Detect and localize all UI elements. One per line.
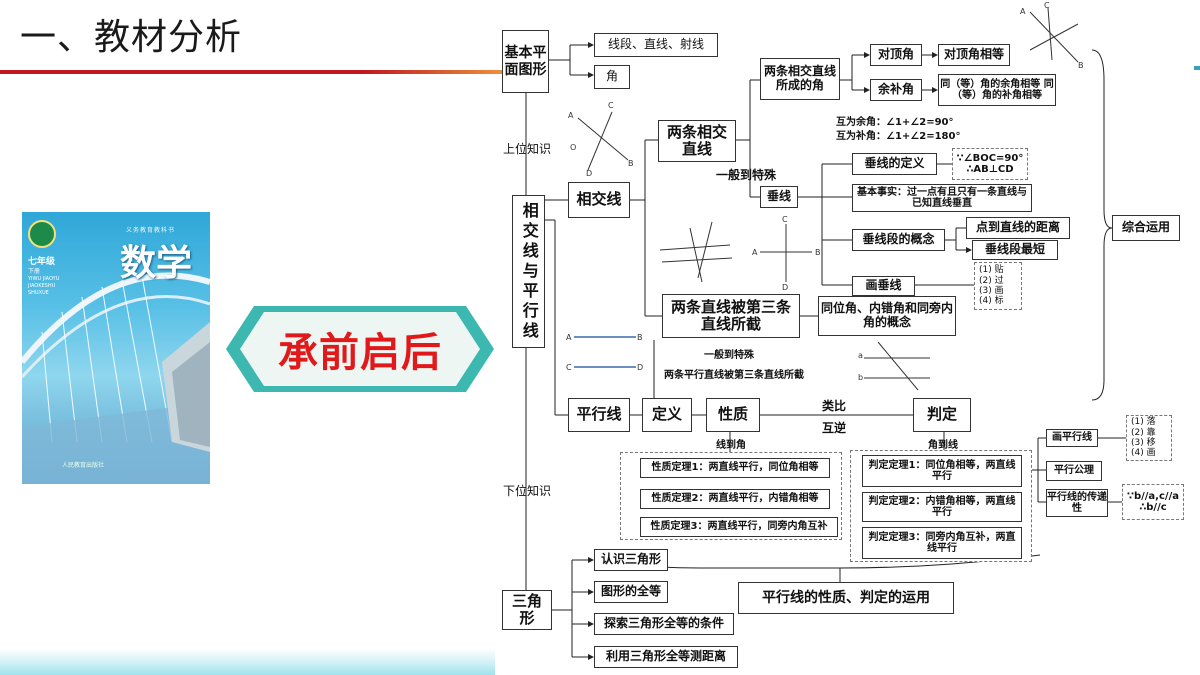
svg-text:D: D bbox=[637, 363, 643, 372]
bridge-illustration bbox=[22, 272, 210, 484]
svg-text:D: D bbox=[782, 283, 788, 292]
label-angle-to-line: 角到线 bbox=[928, 440, 958, 451]
svg-text:O: O bbox=[570, 143, 576, 152]
parallel-step-2: (2) 靠 bbox=[1131, 427, 1156, 438]
svg-text:B: B bbox=[815, 248, 821, 257]
svg-text:A: A bbox=[752, 248, 758, 257]
svg-text:C: C bbox=[608, 101, 614, 110]
textbook-emblem-icon bbox=[28, 220, 56, 248]
node-judgement-1: 判定定理1：同位角相等，两直线平行 bbox=[862, 455, 1022, 487]
node-definition: 定义 bbox=[642, 398, 692, 432]
book-subject: 数学 bbox=[120, 243, 193, 284]
node-property-1: 性质定理1：两直线平行，同位角相等 bbox=[640, 458, 830, 478]
node-perp-segment-concept: 垂线段的概念 bbox=[852, 229, 945, 251]
parallel-step-4: (4) 画 bbox=[1131, 448, 1156, 459]
svg-text:b: b bbox=[858, 373, 863, 382]
node-intersecting-lines: 相交线 bbox=[568, 182, 630, 218]
perp-step-3: (3) 画 bbox=[979, 286, 1004, 296]
node-shortest-segment: 垂线段最短 bbox=[972, 240, 1058, 260]
node-basic-plane-figures: 基本平面图形 bbox=[502, 30, 549, 93]
svg-text:C: C bbox=[782, 215, 788, 224]
svg-text:A: A bbox=[566, 333, 572, 342]
node-complement-rules: 同（等）角的余角相等 同（等）角的补角相等 bbox=[938, 74, 1056, 106]
node-triangle: 三角形 bbox=[502, 590, 552, 630]
node-property: 性质 bbox=[706, 398, 760, 432]
node-transitivity: 平行线的传递性 bbox=[1046, 489, 1108, 517]
text-supplement-def: 互为补角：∠1+∠2=180° bbox=[836, 131, 961, 142]
node-draw-parallel: 画平行线 bbox=[1046, 429, 1098, 447]
svg-text:C: C bbox=[566, 363, 572, 372]
node-judgement-2: 判定定理2：内错角相等，两直线平行 bbox=[862, 492, 1022, 522]
label-lower-knowledge: 下位知识 bbox=[503, 484, 552, 498]
node-vertical-angles-equal: 对顶角相等 bbox=[938, 44, 1010, 66]
node-perpendicular-proof: ∵∠BOC=90° ∴AB⊥CD bbox=[952, 148, 1028, 180]
label-analogy: 类比 bbox=[822, 399, 847, 413]
node-angle-concepts: 同位角、内错角和同旁内角的概念 bbox=[818, 296, 956, 336]
node-complement-supplement: 余补角 bbox=[870, 79, 922, 101]
parallel-step-1: (1) 落 bbox=[1131, 417, 1156, 428]
text-complement-def: 互为余角：∠1+∠2=90° bbox=[836, 117, 954, 128]
node-angles-formed: 两条相交直线所成的角 bbox=[760, 58, 840, 100]
svg-text:a: a bbox=[858, 351, 863, 360]
svg-text:A: A bbox=[1020, 7, 1026, 16]
label-inverse: 互逆 bbox=[822, 421, 847, 435]
parallel-step-3: (3) 移 bbox=[1131, 438, 1156, 448]
perp-step-1: (1) 贴 bbox=[979, 265, 1004, 276]
node-congruence-conditions: 探索三角形全等的条件 bbox=[594, 613, 734, 635]
book-grade: 七年级 bbox=[28, 257, 56, 267]
accent-mark bbox=[1194, 66, 1200, 70]
node-applications: 平行线的性质、判定的运用 bbox=[738, 582, 954, 614]
node-perpendicular-fact: 基本事实：过一点有且只有一条直线与已知直线垂直 bbox=[852, 184, 1032, 212]
perp-step-4: (4) 标 bbox=[979, 296, 1004, 307]
svg-text:A: A bbox=[568, 111, 574, 120]
svg-text:B: B bbox=[637, 333, 643, 342]
node-point-line-distance: 点到直线的距离 bbox=[966, 217, 1070, 239]
node-segment-line-ray: 线段、直线、射线 bbox=[594, 33, 718, 57]
node-parallel-axiom: 平行公理 bbox=[1046, 461, 1102, 481]
node-vertical-angles: 对顶角 bbox=[870, 44, 922, 66]
node-third-line: 两条直线被第三条直线所截 bbox=[662, 294, 800, 338]
page-title: 一、教材分析 bbox=[20, 17, 243, 58]
node-perpendicular: 垂线 bbox=[760, 186, 798, 208]
node-comprehensive-use: 综合运用 bbox=[1112, 215, 1180, 241]
banner-text: 承前启后 bbox=[278, 330, 442, 376]
label-general-to-special-2: 一般到特殊 bbox=[704, 350, 754, 361]
title-underline bbox=[0, 70, 520, 74]
node-two-intersecting-lines: 两条相交直线 bbox=[658, 120, 736, 162]
book-publisher: 人民教育出版社 bbox=[62, 462, 105, 469]
node-know-triangles: 认识三角形 bbox=[594, 549, 668, 571]
node-property-2: 性质定理2：两直线平行，内错角相等 bbox=[640, 489, 830, 509]
node-measure-distance: 利用三角形全等测距离 bbox=[594, 646, 738, 668]
label-parallel-cut: 两条平行直线被第三条直线所截 bbox=[664, 370, 804, 381]
node-perp-steps: (1) 贴 (2) 过 (3) 画 (4) 标 bbox=[974, 262, 1022, 310]
node-judgement: 判定 bbox=[913, 398, 971, 432]
book-volume: 下册 bbox=[28, 268, 41, 275]
label-upper-knowledge: 上位知识 bbox=[503, 142, 552, 156]
svg-text:D: D bbox=[586, 169, 592, 178]
node-parallel-lines: 平行线 bbox=[568, 398, 630, 432]
label-line-to-angle: 线到角 bbox=[716, 440, 746, 451]
bottom-gradient-band bbox=[0, 648, 495, 675]
textbook-cover: 义务教育教科书 数学 七年级 下册 YIWU JIAOYU JIAOKESHU … bbox=[22, 212, 210, 484]
book-series: 义务教育教科书 bbox=[126, 227, 176, 234]
banner-shape bbox=[226, 306, 494, 392]
node-transitivity-proof: ∵b//a,c//a ∴b//c bbox=[1122, 484, 1184, 520]
svg-text:B: B bbox=[1078, 61, 1084, 70]
perp-step-2: (2) 过 bbox=[979, 275, 1004, 286]
node-draw-perpendicular: 画垂线 bbox=[852, 276, 915, 296]
node-judgement-3: 判定定理3：同旁内角互补，两直线平行 bbox=[862, 527, 1022, 559]
node-congruent-figures: 图形的全等 bbox=[594, 581, 668, 603]
node-property-3: 性质定理3：两直线平行，同旁内角互补 bbox=[640, 517, 838, 537]
node-parallel-steps: (1) 落 (2) 靠 (3) 移 (4) 画 bbox=[1126, 415, 1172, 461]
node-center-topic: 相交线与平行线 bbox=[512, 195, 545, 348]
svg-text:B: B bbox=[628, 159, 634, 168]
node-angle: 角 bbox=[594, 65, 630, 89]
node-perpendicular-def: 垂线的定义 bbox=[852, 153, 937, 175]
svg-text:C: C bbox=[1044, 1, 1050, 10]
label-general-to-special: 一般到特殊 bbox=[716, 168, 777, 182]
book-pinyin: YIWU JIAOYU JIAOKESHU SHUXUE bbox=[28, 276, 60, 296]
